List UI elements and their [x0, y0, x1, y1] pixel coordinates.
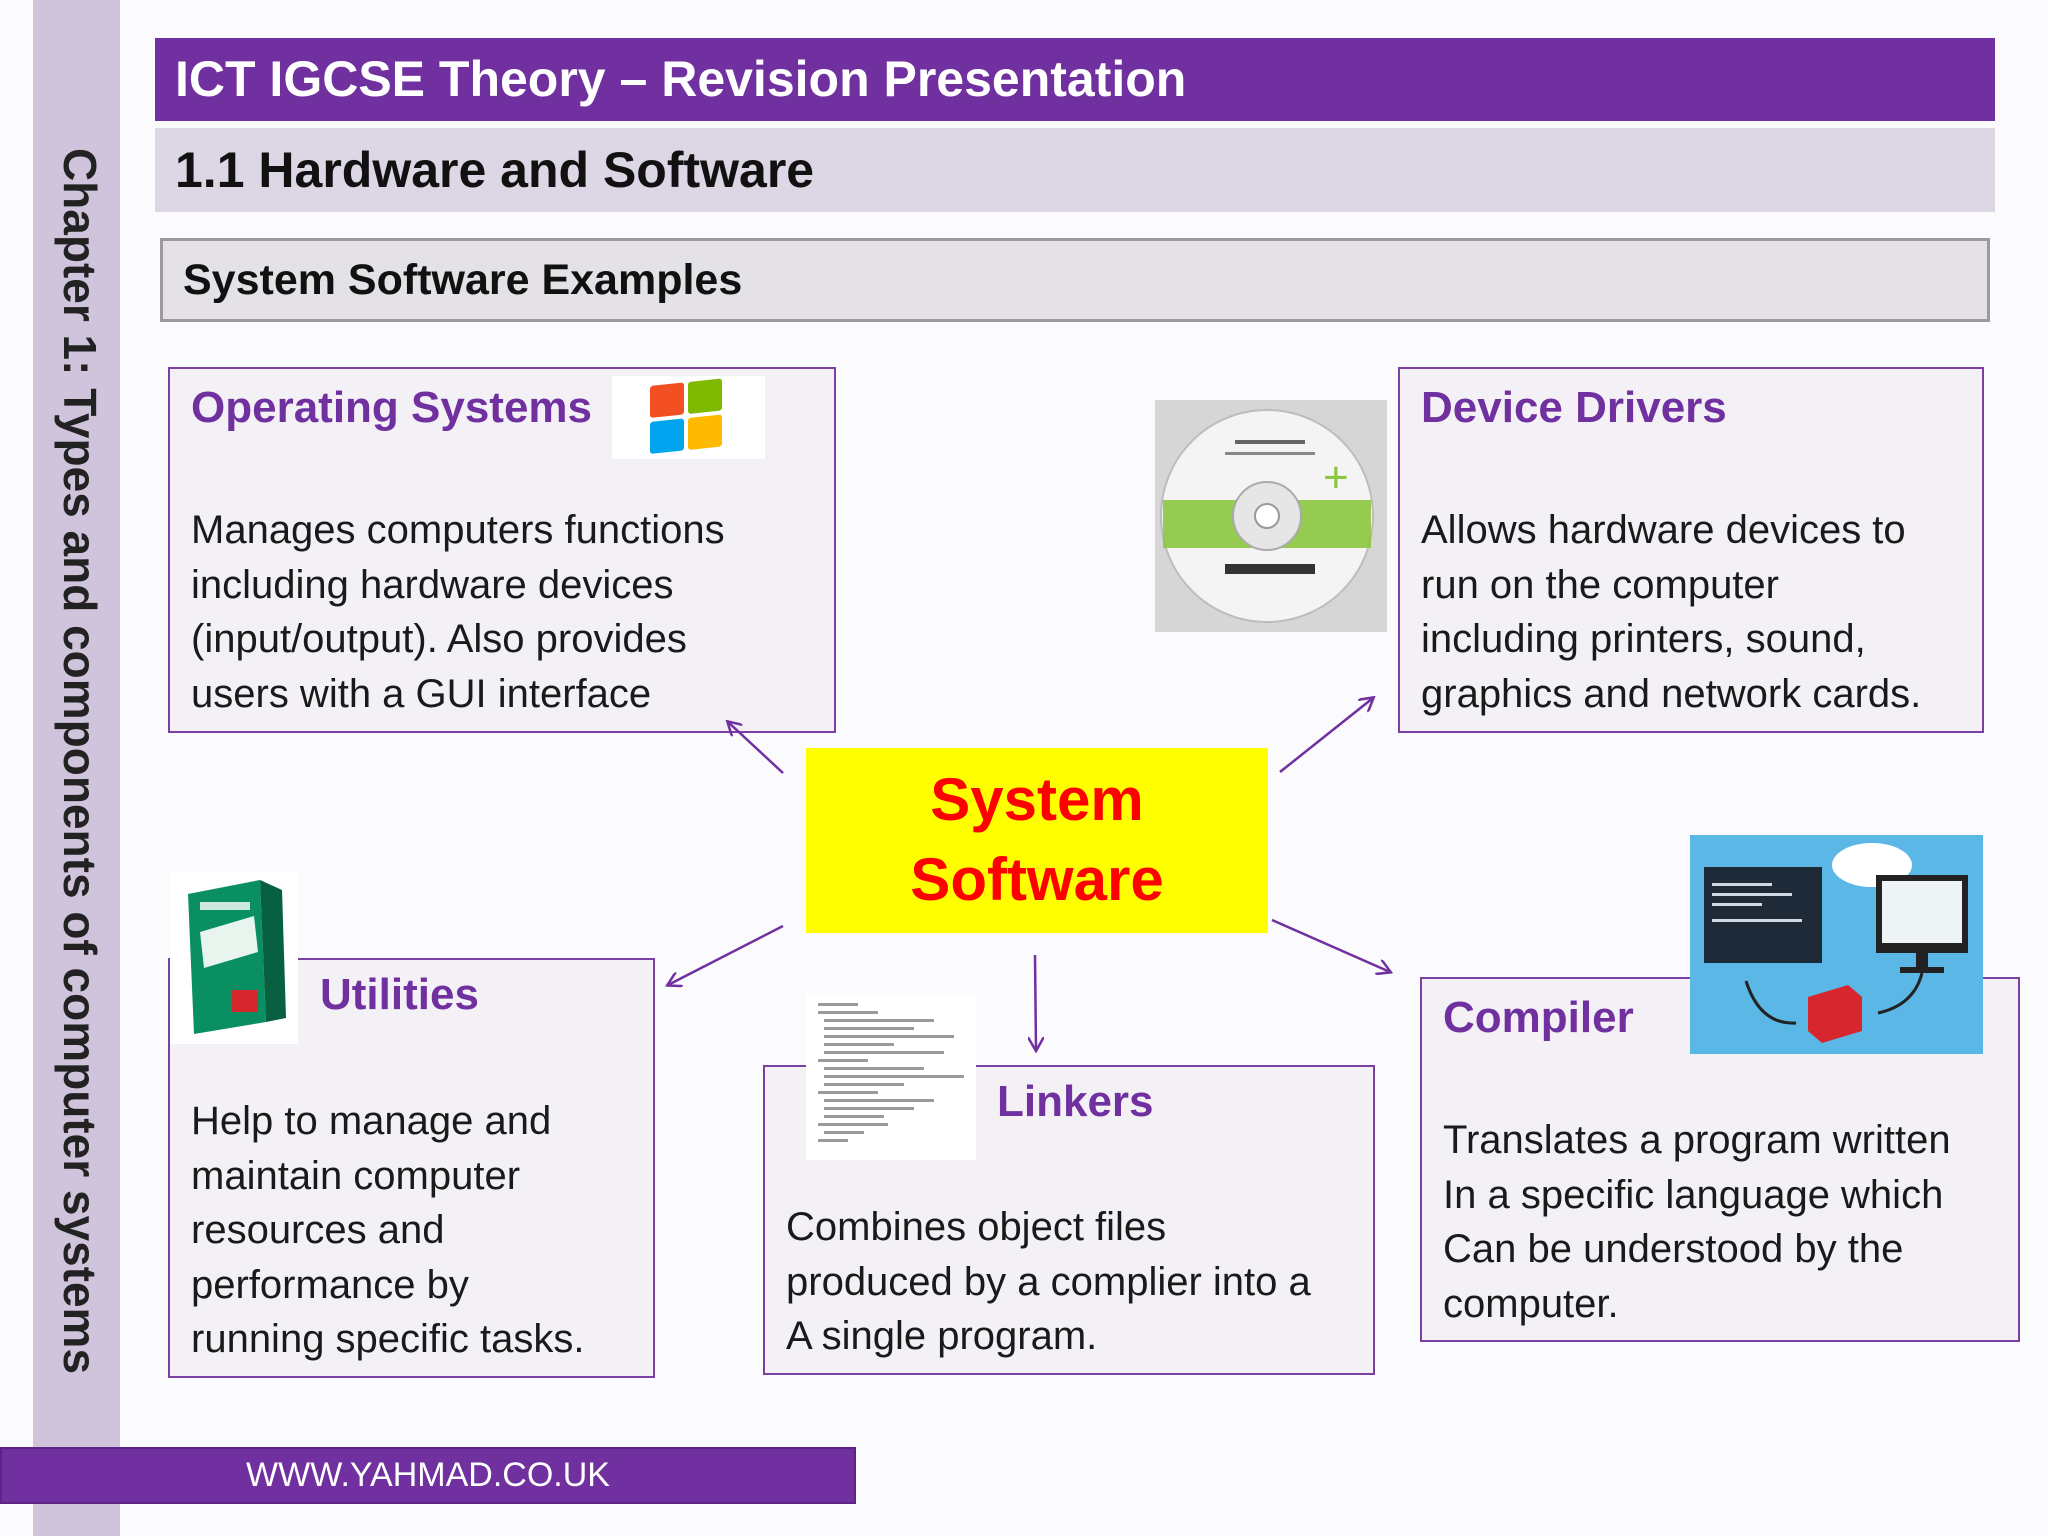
presentation-title: ICT IGCSE Theory – Revision Presentation — [155, 38, 1995, 121]
windows-logo-icon — [612, 376, 765, 459]
card-device-drivers: Device Drivers Allows hardware devices t… — [1398, 367, 1984, 733]
card-body: Allows hardware devices to run on the co… — [1421, 508, 1922, 716]
system-software-center: System Software — [806, 748, 1268, 933]
code-listing-image — [806, 995, 976, 1160]
card-title: Compiler — [1443, 993, 1634, 1042]
section-heading: System Software Examples — [160, 238, 1990, 322]
svg-text:+: + — [1323, 453, 1349, 502]
card-title: Utilities — [320, 970, 479, 1019]
card-body: Translates a program written In a specif… — [1443, 1118, 1951, 1326]
kaspersky-box-image — [170, 872, 298, 1044]
topic-subtitle: 1.1 Hardware and Software — [155, 128, 1995, 212]
card-utilities: Utilities Help to manage and maintain co… — [168, 958, 655, 1378]
footer-url[interactable]: WWW.YAHMAD.CO.UK — [0, 1447, 856, 1504]
card-title: Device Drivers — [1421, 383, 1727, 432]
card-title: Operating Systems — [191, 383, 593, 432]
card-body: Help to manage and maintain computer res… — [191, 1099, 585, 1361]
card-body: Combines object files produced by a comp… — [786, 1205, 1311, 1358]
chapter-band — [33, 0, 120, 1536]
compiler-illustration-image — [1690, 835, 1983, 1054]
driver-cd-image: + — [1155, 400, 1387, 632]
card-body: Manages computers functions including ha… — [191, 508, 725, 716]
card-title: Linkers — [997, 1077, 1154, 1126]
